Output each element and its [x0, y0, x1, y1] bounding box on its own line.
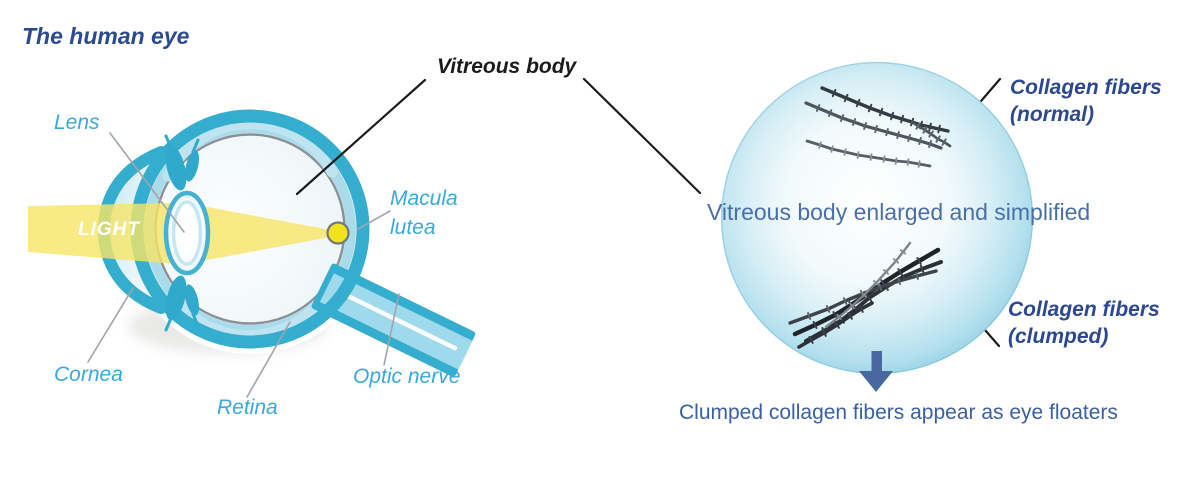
cornea-label: Cornea [54, 363, 123, 386]
macula-label-line1: Macula [390, 187, 458, 210]
normal-label-line2: (normal) [1010, 103, 1094, 126]
bottom-caption: Clumped collagen fibers appear as eye fl… [679, 401, 1118, 424]
optic-nerve-stripe [336, 289, 458, 351]
vitreous-sphere-illustration [720, 61, 1034, 392]
vitreous-sphere [721, 62, 1033, 374]
lens-cortex [171, 200, 203, 266]
vitreous-left-leader-line [295, 78, 427, 196]
collagen-fibers-clumped-label: Collagen fibers (clumped) [1008, 296, 1160, 350]
collagen-fibers-normal-label: Collagen fibers (normal) [1010, 74, 1162, 128]
vitreous-body-label: Vitreous body [437, 55, 577, 78]
gray-leader-lines [87, 132, 400, 398]
light-beam-cone [202, 206, 336, 261]
optic-nerve-label: Optic nerve [353, 365, 461, 388]
light-label: LIGHT [78, 219, 140, 240]
clumped-label-line1: Collagen fibers [1008, 298, 1160, 321]
vitreous-enlarged-caption: Vitreous body enlarged and simplified [707, 199, 1091, 225]
ciliary-body [165, 145, 199, 321]
lens-leader-line [109, 132, 185, 233]
retina-leader-line [246, 321, 291, 398]
down-arrow-icon [859, 351, 893, 392]
macula-label-line2: lutea [390, 216, 436, 239]
macula-leader-line [357, 210, 391, 230]
collagen-fibers-clumped [788, 241, 943, 349]
collagen-fibers-normal [804, 86, 952, 168]
retina-label: Retina [217, 396, 278, 419]
lens-label: Lens [54, 111, 100, 134]
vitreous-right-leader-line [582, 77, 702, 195]
macula-lutea [326, 221, 350, 245]
light-beam-band [28, 203, 176, 264]
macula-lutea-label: Macula lutea [390, 184, 458, 242]
page-title: The human eye [22, 23, 190, 49]
normal-label-line1: Collagen fibers [1010, 76, 1162, 99]
clumped-label-line2: (clumped) [1008, 325, 1109, 348]
cornea-leader-line [87, 287, 134, 363]
upper-crescent [162, 118, 338, 182]
optic-nerve-leader-line [383, 293, 400, 366]
zonule-fibers [164, 134, 200, 332]
